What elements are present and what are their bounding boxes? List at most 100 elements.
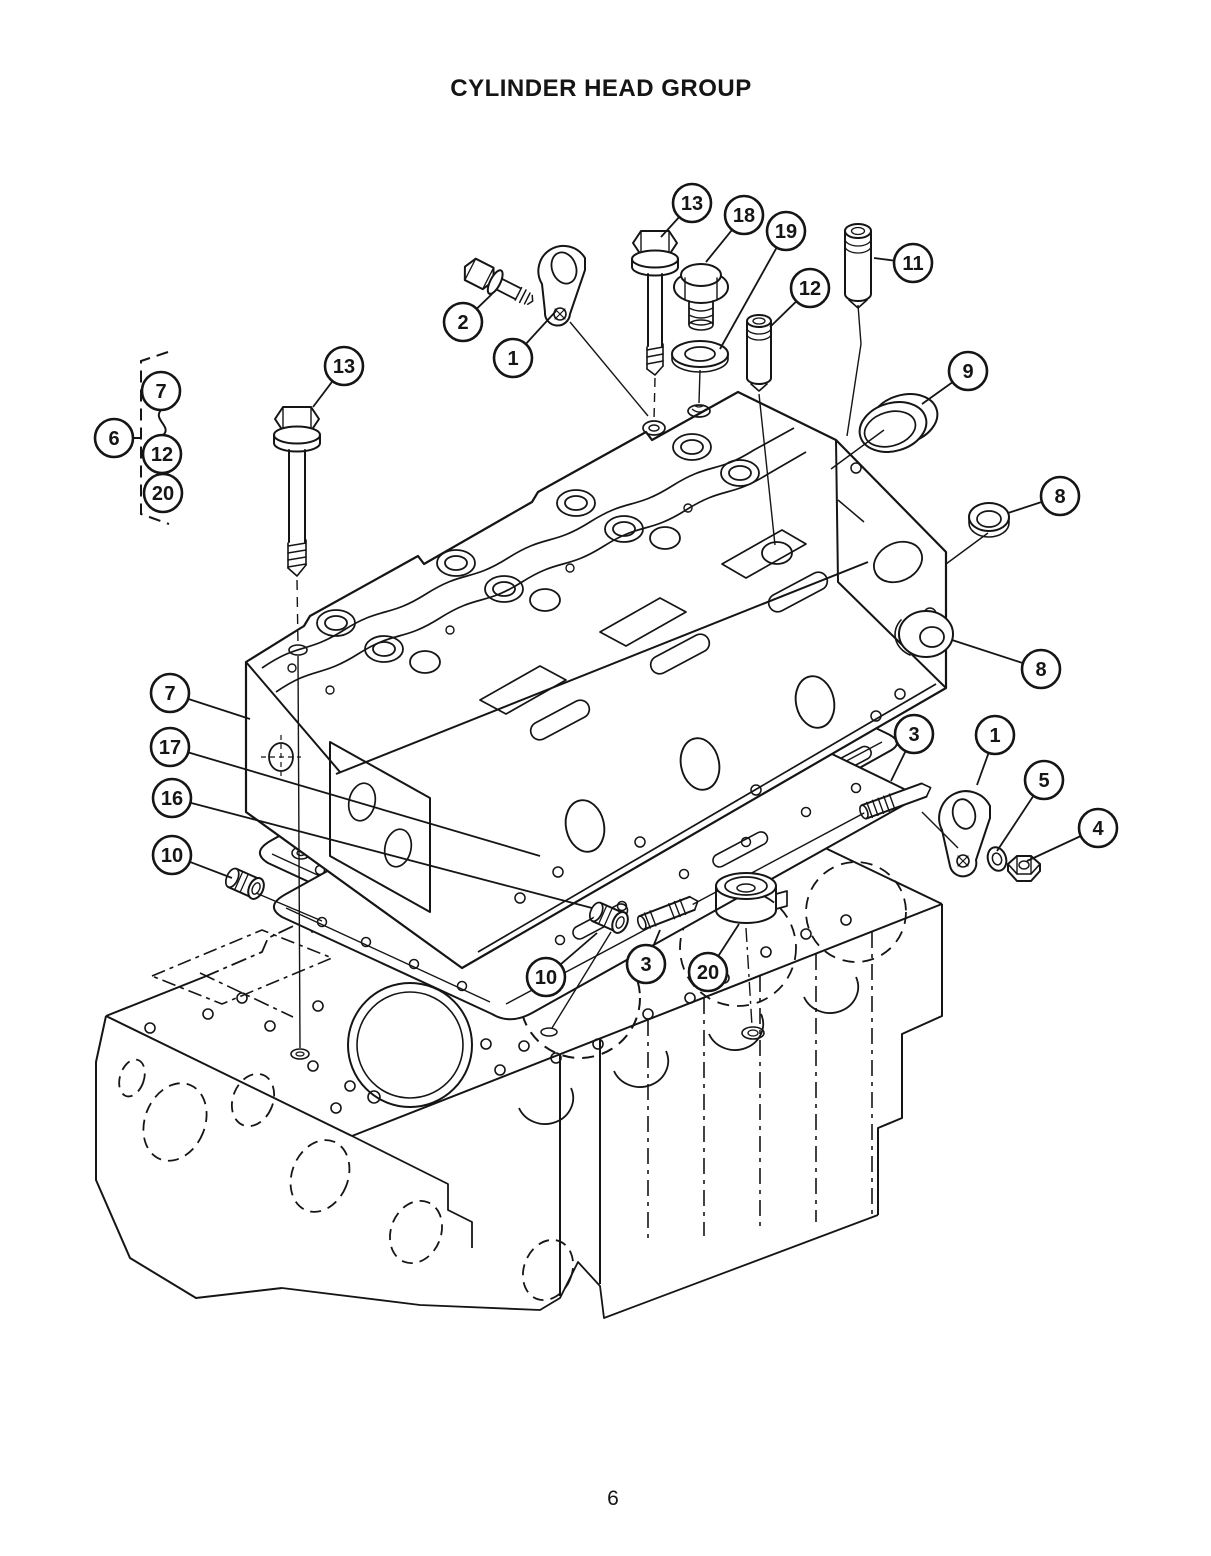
callout-leader (921, 381, 954, 405)
callout-leader (976, 752, 990, 786)
callout-balloon (625, 943, 667, 985)
callout-balloon (1020, 648, 1062, 690)
callout-1: 1 (974, 714, 1016, 786)
callout-number: 4 (1092, 818, 1104, 840)
callout-12: 12 (769, 267, 831, 328)
callout-7: 7 (140, 370, 182, 412)
callout-number: 7 (164, 683, 175, 705)
callout-balloon (1077, 807, 1119, 849)
callout-number: 13 (333, 356, 355, 378)
callout-balloon (974, 714, 1016, 756)
callout-4: 4 (1026, 807, 1119, 862)
callout-number: 8 (1035, 659, 1046, 681)
seal-washer-19 (671, 340, 729, 373)
washer-5 (986, 846, 1008, 872)
callout-number: 11 (902, 253, 923, 275)
callout-number: 12 (799, 278, 821, 300)
callout-number: 16 (161, 788, 183, 810)
small-parts (224, 223, 1041, 934)
head-bolt-13-top (631, 230, 679, 376)
callout-number: 9 (962, 361, 973, 383)
callout-leader (660, 216, 680, 238)
callout-number: 17 (159, 737, 181, 759)
callout-leader (873, 257, 895, 262)
callout-17: 17 (149, 726, 541, 857)
callout-balloon (765, 210, 807, 252)
callout-3: 3 (890, 713, 935, 782)
callout-number: 5 (1038, 770, 1049, 792)
plug-10-middle (588, 901, 629, 934)
lifting-eye-1-top (537, 244, 586, 327)
callout-balloon (442, 301, 484, 343)
index-lines (255, 304, 989, 1060)
callout-number: 6 (108, 428, 119, 450)
callout-leader (951, 639, 1024, 664)
callout-balloon (687, 951, 729, 993)
plug-10-left (224, 867, 265, 900)
callout-13: 13 (312, 345, 365, 408)
callout-leader (559, 932, 598, 966)
exhaust-ports (564, 675, 836, 853)
callout-11: 11 (873, 242, 934, 284)
callout-balloon (149, 726, 191, 768)
callout-5: 5 (996, 759, 1065, 852)
page-title: CYLINDER HEAD GROUP (450, 75, 752, 102)
valve-guide-11 (844, 223, 872, 309)
cup-plug-9 (858, 393, 939, 453)
callout-number: 1 (507, 348, 518, 370)
callout-balloon (1039, 475, 1081, 517)
stud-3-bottom (636, 895, 699, 931)
stud-3-right (859, 782, 932, 820)
callout-19: 19 (719, 210, 807, 350)
callout-10: 10 (525, 932, 598, 998)
callout-balloon (892, 242, 934, 284)
callout-balloon (893, 713, 935, 755)
lifting-eye-1-right (938, 790, 991, 878)
callout-leader (705, 229, 733, 263)
callout-balloon (492, 337, 534, 379)
callout-balloon (789, 267, 831, 309)
callout-number: 12 (151, 444, 173, 466)
callout-leader (189, 860, 233, 879)
callout-balloon (151, 834, 193, 876)
callout-20: 20 (142, 472, 184, 514)
callout-number: 19 (775, 221, 797, 243)
plug-18 (673, 263, 729, 331)
page-number: 6 (607, 1487, 619, 1510)
callout-leader (996, 795, 1035, 852)
seal-8-lower (894, 610, 954, 658)
callout-12: 12 (141, 433, 183, 475)
callout-9: 9 (921, 350, 989, 405)
callout-balloon (140, 370, 182, 412)
callout-balloon (1023, 759, 1065, 801)
deck-recess (151, 929, 333, 1005)
nut-4 (1007, 855, 1041, 882)
callout-number: 18 (733, 205, 755, 227)
callout-number: 7 (155, 381, 166, 403)
callout-leader (769, 300, 798, 328)
callout-2: 2 (442, 293, 493, 343)
callout-20: 20 (687, 923, 740, 993)
valve-guide-12 (746, 314, 772, 392)
callout-number: 20 (697, 962, 719, 984)
callout-leader (890, 750, 907, 782)
injector-bores (409, 526, 793, 674)
callout-balloon (723, 194, 765, 236)
callout-leader (476, 293, 493, 310)
valve-ports (316, 433, 760, 663)
callout-balloon (93, 417, 135, 459)
cylinder-head (244, 390, 948, 970)
callout-number: 2 (457, 312, 468, 334)
callout-13: 13 (660, 182, 713, 238)
callout-number: 13 (681, 193, 703, 215)
callout-leader (187, 751, 541, 857)
callout-leader (717, 923, 740, 957)
callout-7: 7 (149, 672, 251, 720)
callout-16: 16 (151, 777, 593, 909)
callout-8: 8 (951, 639, 1062, 690)
callout-balloon (671, 182, 713, 224)
callout-balloon (149, 672, 191, 714)
callout-10: 10 (151, 834, 233, 879)
